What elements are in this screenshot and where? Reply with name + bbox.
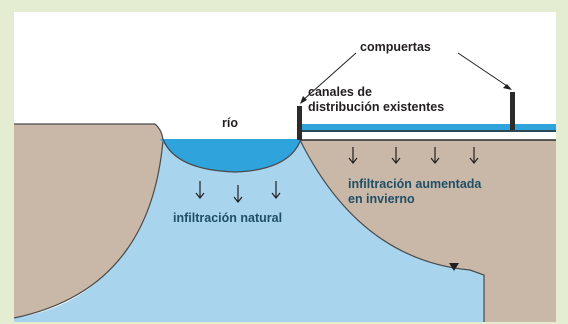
right-soil — [300, 140, 556, 322]
canals-label-line1: canales de — [308, 85, 372, 99]
gate-right — [510, 92, 515, 130]
left-soil — [14, 124, 163, 318]
down-arrow-icon — [271, 181, 281, 199]
gate-pointer-left — [301, 52, 357, 102]
gate-pointer-right — [457, 52, 511, 89]
river-bed — [162, 138, 302, 173]
river-label: río — [222, 116, 238, 130]
natural-infiltration-label: infiltración natural — [173, 211, 282, 225]
winter-infiltration-label-line1: infiltración aumentada — [348, 177, 482, 191]
down-arrow-icon — [195, 181, 205, 199]
gate-left — [297, 106, 302, 140]
gates-label: compuertas — [360, 40, 431, 54]
water-table-marker-icon — [449, 263, 459, 271]
gate-pointer-left-head — [300, 96, 307, 104]
canals-label-line2: distribución existentes — [308, 100, 444, 114]
down-arrow-icon — [430, 147, 440, 164]
down-arrow-icon — [348, 147, 358, 164]
down-arrow-icon — [469, 147, 479, 164]
natural-infiltration-arrows — [195, 181, 281, 203]
groundwater-zone — [14, 140, 484, 322]
river-water — [160, 139, 301, 172]
gate-pointer-right-head — [503, 84, 512, 90]
winter-infiltration-arrows — [348, 147, 479, 164]
right-soil-outline — [299, 139, 485, 322]
left-soil-outline — [13, 123, 164, 319]
down-arrow-icon — [233, 185, 243, 203]
winter-infiltration-label-line2: en invierno — [348, 192, 415, 206]
canal-water — [301, 124, 556, 132]
down-arrow-icon — [391, 147, 401, 164]
